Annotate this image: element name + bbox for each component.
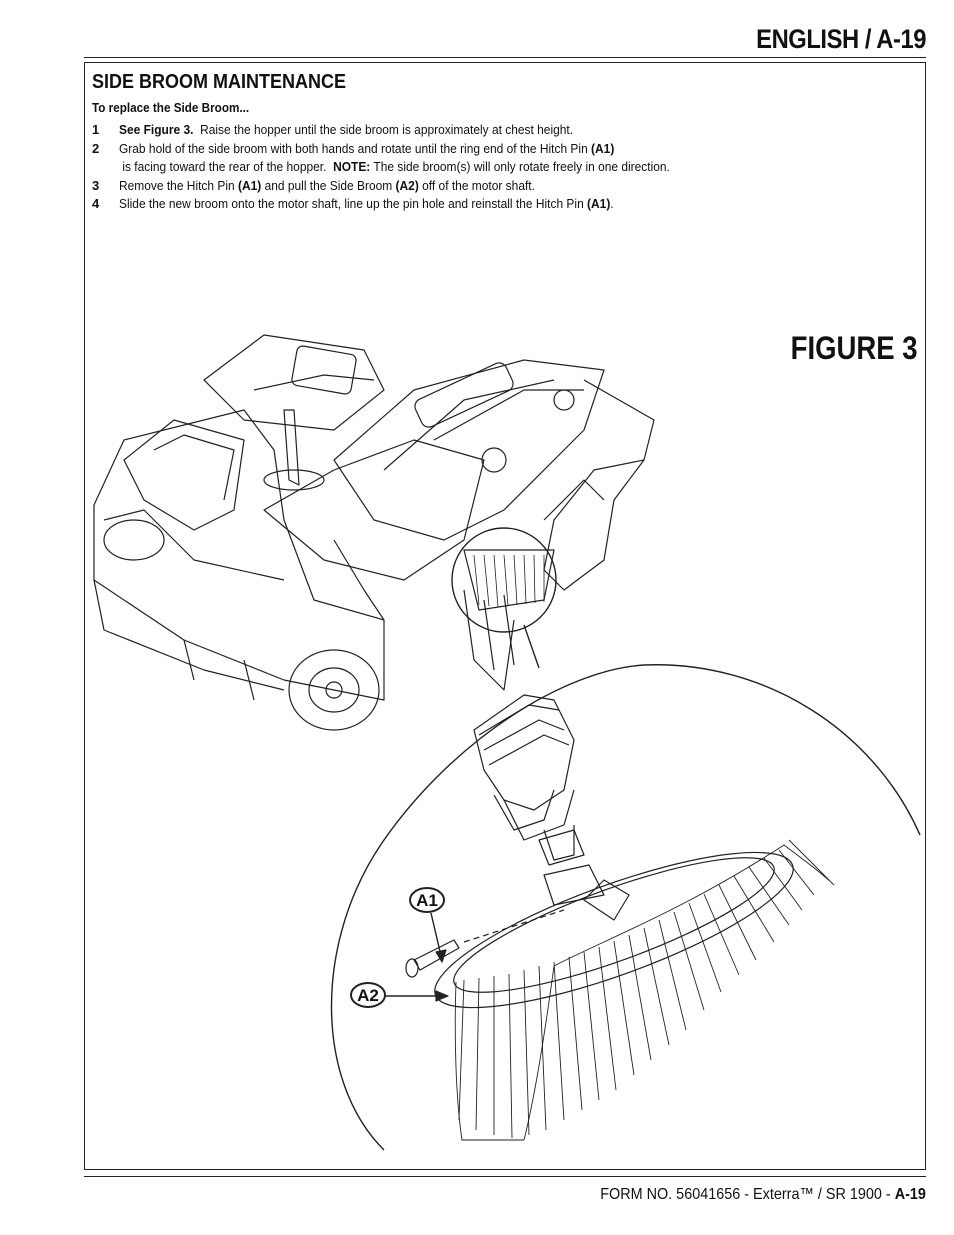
zoom-circle-small	[451, 527, 557, 633]
sweeper-machine	[93, 334, 655, 731]
callout-a2: A2	[350, 982, 449, 1008]
content-frame	[84, 62, 926, 1170]
step-text: Slide the new broom onto the motor shaft…	[119, 195, 858, 214]
step-number: 1	[92, 122, 100, 137]
step-2: 2 Grab hold of the side broom with both …	[92, 140, 922, 177]
zoom-leader-line	[523, 624, 540, 669]
part-ref: (A1)	[237, 177, 262, 193]
step-body: .	[610, 196, 614, 211]
step-lead: See Figure 3.	[119, 122, 194, 137]
part-ref: (A2)	[395, 177, 419, 193]
step-4: 4 Slide the new broom onto the motor sha…	[92, 195, 922, 214]
step-number: 2	[92, 140, 100, 156]
step-body: off of the motor shaft.	[418, 177, 535, 193]
part-ref: (A1)	[591, 140, 615, 156]
step-text: Remove the Hitch Pin (A1) and pull the S…	[119, 177, 858, 196]
footer-page-number: A-19	[894, 1186, 926, 1203]
section-title: SIDE BROOM MAINTENANCE	[92, 71, 347, 93]
step-number: 3	[92, 177, 100, 193]
procedure-subheading: To replace the Side Broom...	[92, 100, 250, 115]
step-body: Grab hold of the side broom with both ha…	[119, 140, 592, 156]
callout-a2-label: A2	[357, 986, 379, 1005]
page-header-title: ENGLISH / A-19	[756, 24, 926, 54]
figure-title: FIGURE 3	[791, 330, 918, 366]
step-body: Remove the Hitch Pin	[119, 177, 238, 193]
sweeper-illustration: A1 A2	[93, 334, 921, 1151]
broom-detail	[405, 694, 835, 1141]
step-body: is facing toward the rear of the hopper.	[119, 159, 334, 174]
footer-form-number: FORM NO. 56041656 - Exterra™ / SR 1900 -	[600, 1186, 895, 1203]
step-body: Slide the new broom onto the motor shaft…	[119, 196, 588, 211]
detail-arc	[330, 664, 921, 1151]
step-1: 1 See Figure 3. Raise the hopper until t…	[92, 121, 922, 140]
procedure-steps: 1 See Figure 3. Raise the hopper until t…	[92, 121, 922, 214]
hitch-pin	[413, 939, 460, 971]
footer-divider	[84, 1176, 926, 1177]
step-text: See Figure 3. Raise the hopper until the…	[119, 121, 858, 140]
callout-a1: A1	[409, 887, 447, 963]
step-body: The side broom(s) will only rotate freel…	[370, 159, 670, 174]
step-3: 3 Remove the Hitch Pin (A1) and pull the…	[92, 177, 922, 196]
part-ref: (A1)	[587, 196, 611, 211]
page-footer: FORM NO. 56041656 - Exterra™ / SR 1900 -…	[600, 1186, 926, 1204]
note-label: NOTE:	[333, 159, 371, 174]
callout-a1-label: A1	[416, 891, 438, 910]
step-number: 4	[92, 196, 100, 211]
step-body: and pull the Side Broom	[261, 177, 396, 193]
step-body: Raise the hopper until the side broom is…	[193, 122, 574, 137]
step-text: Grab hold of the side broom with both ha…	[119, 140, 858, 177]
header-divider	[84, 57, 926, 58]
